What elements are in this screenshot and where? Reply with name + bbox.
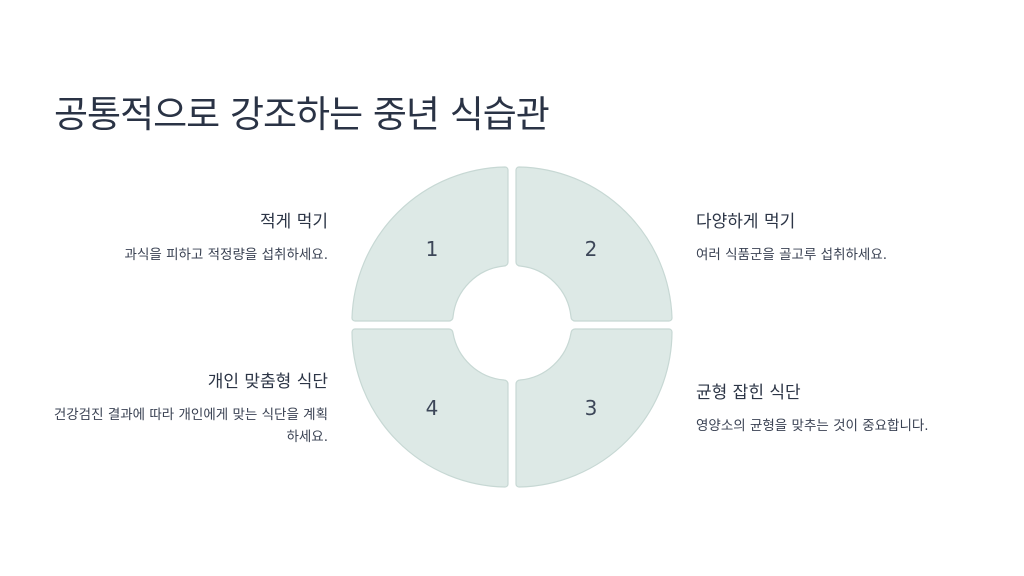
item-3-title: 균형 잡힌 식단 (696, 383, 801, 403)
segment-number-2: 2 (585, 237, 598, 261)
segment-number-4: 4 (426, 396, 439, 420)
segment-number-3: 3 (585, 396, 598, 420)
segment-4-shape (351, 328, 509, 488)
item-4: 개인 맞춤형 식단 건강검진 결과에 따라 개인에게 맞는 식단을 계획하세요. (48, 367, 328, 448)
item-2: 다양하게 먹기 여러 식품군을 골고루 섭취하세요. (696, 207, 976, 266)
item-1: 적게 먹기 과식을 피하고 적정량을 섭취하세요. (48, 207, 328, 266)
item-2-title: 다양하게 먹기 (696, 212, 796, 232)
item-1-title: 적게 먹기 (260, 212, 328, 232)
page-title: 공통적으로 강조하는 중년 식습관 (54, 93, 550, 136)
item-2-description: 여러 식품군을 골고루 섭취하세요. (696, 247, 888, 263)
segment-3-shape (515, 328, 673, 488)
segment-number-1: 1 (426, 237, 439, 261)
cycle-diagram: 1 2 3 4 (351, 166, 673, 488)
item-1-description: 과식을 피하고 적정량을 섭취하세요. (124, 247, 328, 263)
segment-1-shape (351, 166, 509, 322)
item-3: 균형 잡힌 식단 영양소의 균형을 맞추는 것이 중요합니다. (696, 378, 976, 437)
item-4-title: 개인 맞춤형 식단 (207, 372, 328, 392)
item-3-description: 영양소의 균형을 맞추는 것이 중요합니다. (696, 418, 929, 434)
segment-2-shape (515, 166, 673, 322)
item-4-description: 건강검진 결과에 따라 개인에게 맞는 식단을 계획하세요. (53, 407, 328, 445)
